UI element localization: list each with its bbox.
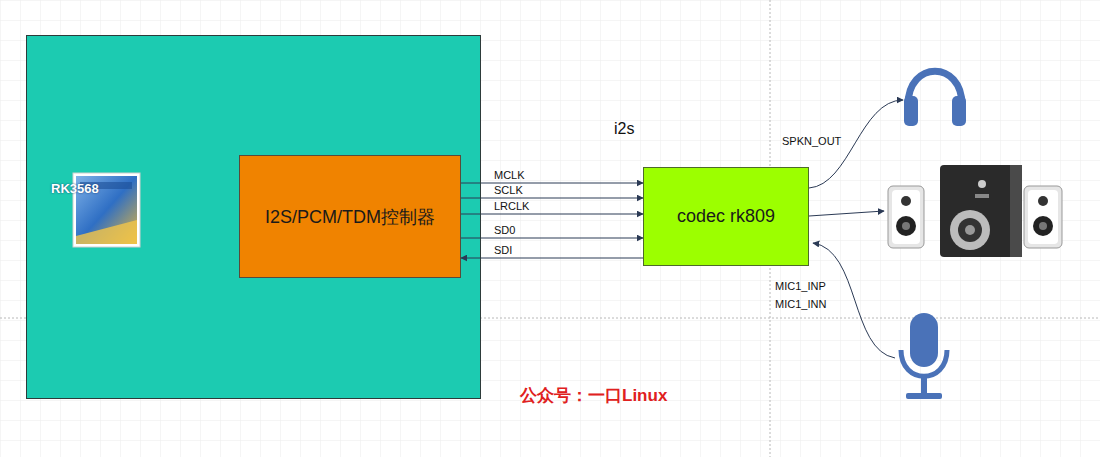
signal-connector xyxy=(461,183,643,184)
controller-box: I2S/PCM/TDM控制器 xyxy=(239,155,461,278)
speaker-icon xyxy=(888,165,1062,257)
signal-connector xyxy=(461,238,643,239)
signal-name: MCLK xyxy=(494,169,525,181)
signal-connector xyxy=(461,198,643,199)
soc-box: RK3568I2S/PCM/TDM控制器 xyxy=(26,35,481,399)
signal-connector xyxy=(461,214,643,215)
signal-name: SCLK xyxy=(494,184,523,196)
signal-name: SDI xyxy=(494,244,512,256)
signal-name: LRCLK xyxy=(494,200,529,212)
soc-fill xyxy=(26,35,481,399)
signal-connector xyxy=(461,258,643,259)
headphones-icon xyxy=(904,71,966,126)
microphone-icon xyxy=(901,313,947,399)
output-wire xyxy=(809,211,884,216)
signal-name: SD0 xyxy=(494,224,515,236)
bus-name: i2s xyxy=(614,120,634,138)
watermark: 公众号：一口Linux xyxy=(520,384,667,407)
signal-name: MIC1_INN xyxy=(775,298,826,310)
signal-name: MIC1_INP xyxy=(775,280,826,292)
box-label: I2S/PCM/TDM控制器 xyxy=(265,205,435,229)
signal-name: SPKN_OUT xyxy=(782,135,841,147)
box-label: RK3568 xyxy=(51,181,99,196)
box-label: codec rk809 xyxy=(677,206,775,227)
codec-box: codec rk809 xyxy=(643,167,809,266)
